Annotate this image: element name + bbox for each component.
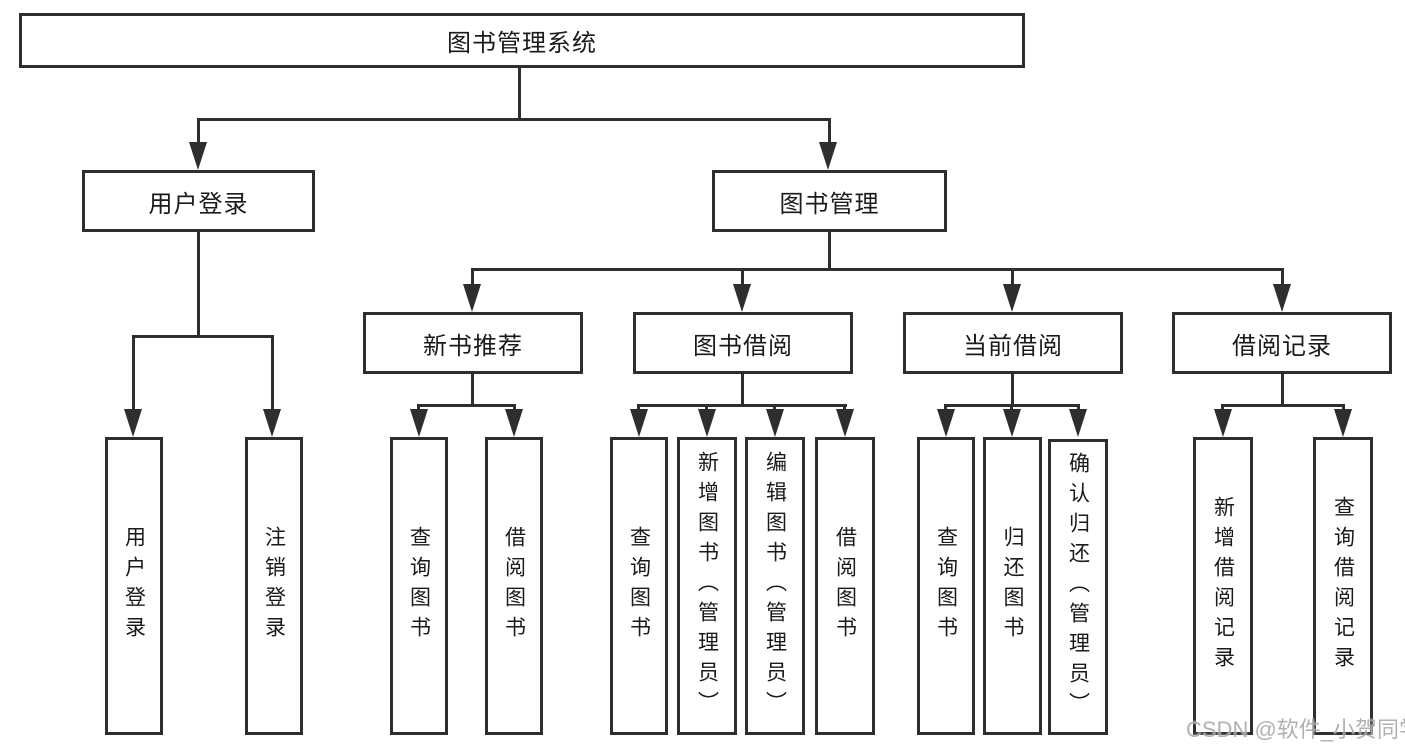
arrow-down-icon xyxy=(766,409,784,437)
arrow-down-icon xyxy=(1214,409,1232,437)
connector-line xyxy=(471,374,474,406)
watermark: CSDN @软件_小贺同学 xyxy=(1186,717,1405,742)
leaf-label: 查询图书 xyxy=(407,526,431,646)
arrow-down-icon xyxy=(1273,284,1291,312)
leaf-query-books-borrowing: 查询图书 xyxy=(610,437,668,735)
leaf-logout: 注销登录 xyxy=(245,437,303,735)
connector-line xyxy=(471,268,474,290)
connector-line xyxy=(471,268,1284,271)
connector-line xyxy=(518,66,521,118)
arrow-down-icon xyxy=(263,409,281,437)
arrow-down-icon xyxy=(819,142,837,170)
leaf-label: 借阅图书 xyxy=(833,526,857,646)
connector-line xyxy=(1281,374,1284,406)
arrow-down-icon xyxy=(733,284,751,312)
connector-line xyxy=(197,118,831,121)
node-current-borrowing: 当前借阅 xyxy=(903,312,1123,374)
arrow-down-icon xyxy=(1069,409,1087,437)
arrow-down-icon xyxy=(937,409,955,437)
connector-line xyxy=(828,230,831,270)
leaf-label: 编辑图书（管理员） xyxy=(763,451,787,721)
connector-line xyxy=(1221,404,1345,407)
arrow-down-icon xyxy=(1003,284,1021,312)
node-borrowing-records: 借阅记录 xyxy=(1172,312,1392,374)
node-root-system: 图书管理系统 xyxy=(19,13,1025,68)
leaf-label: 查询图书 xyxy=(627,526,651,646)
connector-line xyxy=(197,118,200,146)
leaf-label: 新增图书（管理员） xyxy=(695,451,719,721)
connector-line xyxy=(132,335,135,412)
connector-line xyxy=(741,268,744,290)
connector-line xyxy=(741,374,744,406)
leaf-return-books: 归还图书 xyxy=(983,437,1042,735)
leaf-label: 用户登录 xyxy=(122,526,146,646)
arrow-down-icon xyxy=(410,409,428,437)
leaf-user-login: 用户登录 xyxy=(105,437,163,735)
connector-line xyxy=(271,335,274,412)
leaf-label: 注销登录 xyxy=(262,526,286,646)
arrow-down-icon xyxy=(1334,409,1352,437)
arrow-down-icon xyxy=(124,409,142,437)
leaf-label: 查询图书 xyxy=(934,526,958,646)
leaf-label: 借阅图书 xyxy=(502,526,526,646)
leaf-label: 查询借阅记录 xyxy=(1331,496,1355,676)
arrow-down-icon xyxy=(189,142,207,170)
connector-line xyxy=(1011,374,1014,406)
arrow-down-icon xyxy=(630,409,648,437)
arrow-down-icon xyxy=(698,409,716,437)
node-book-borrowing: 图书借阅 xyxy=(633,312,853,374)
connector-line xyxy=(132,335,274,338)
node-new-book-recommend: 新书推荐 xyxy=(363,312,583,374)
leaf-label: 新增借阅记录 xyxy=(1211,496,1235,676)
leaf-query-books-recommend: 查询图书 xyxy=(390,437,448,735)
arrow-down-icon xyxy=(836,409,854,437)
connector-line xyxy=(637,404,847,407)
node-book-management-branch: 图书管理 xyxy=(712,170,947,232)
leaf-add-borrow-record: 新增借阅记录 xyxy=(1193,437,1253,735)
node-user-login-branch: 用户登录 xyxy=(82,170,315,232)
leaf-edit-books-admin: 编辑图书（管理员） xyxy=(745,437,805,735)
arrow-down-icon xyxy=(505,409,523,437)
connector-line xyxy=(828,118,831,146)
arrow-down-icon xyxy=(1003,409,1021,437)
connector-line xyxy=(417,404,516,407)
connector-line xyxy=(1011,268,1014,290)
connector-line xyxy=(1281,268,1284,290)
leaf-add-books-admin: 新增图书（管理员） xyxy=(677,437,737,735)
arrow-down-icon xyxy=(463,284,481,312)
leaf-confirm-return-admin: 确认归还（管理员） xyxy=(1048,439,1108,735)
leaf-borrow-books-recommend: 借阅图书 xyxy=(485,437,543,735)
connector-line xyxy=(197,230,200,337)
leaf-query-books-current: 查询图书 xyxy=(917,437,975,735)
leaf-query-borrow-record: 查询借阅记录 xyxy=(1313,437,1373,735)
leaf-borrow-books: 借阅图书 xyxy=(815,437,875,735)
leaf-label: 确认归还（管理员） xyxy=(1066,452,1090,722)
leaf-label: 归还图书 xyxy=(1001,526,1025,646)
